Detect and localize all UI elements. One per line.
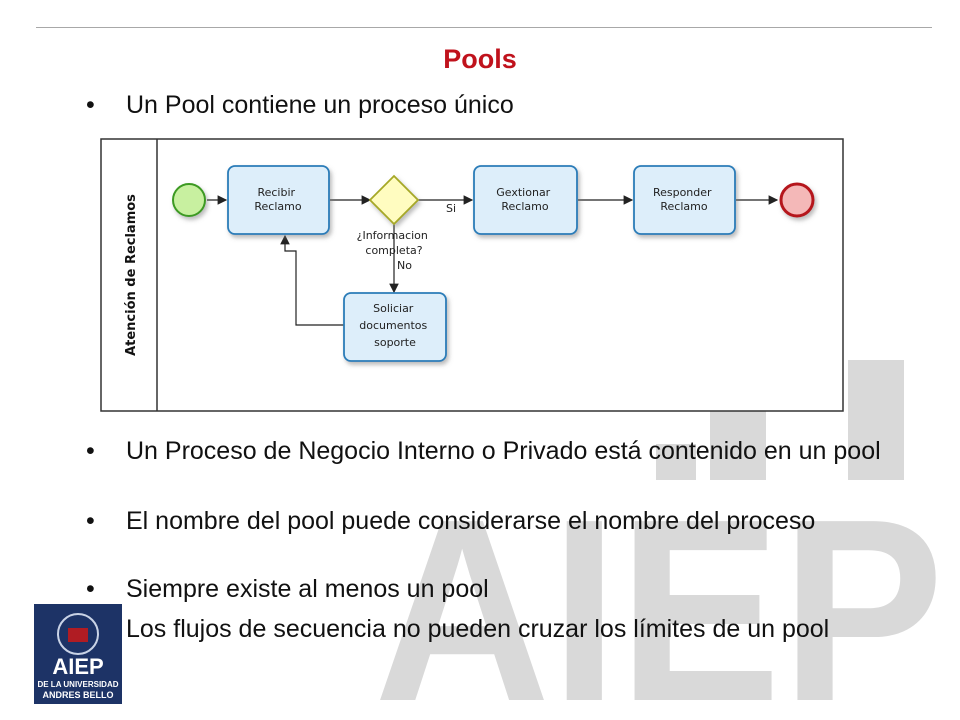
bullet-text: Un Proceso de Negocio Interno o Privado … (126, 437, 881, 465)
logo-subtext: DE LA UNIVERSIDAD (37, 680, 118, 689)
svg-text:Gextionar Reclamo: Gextionar Reclamo (496, 186, 553, 213)
task-label-line: soporte (374, 336, 416, 349)
gateway-label-line: ¿Informacion (357, 229, 428, 242)
task-label-line: Recibir (257, 186, 295, 199)
bullet-text: Un Pool contiene un proceso único (126, 91, 514, 119)
bullet-text: Siempre existe al menos un pool (126, 575, 489, 603)
svg-text:Soliciar documentos: Soliciar documentos soporte (359, 302, 430, 349)
logo-subtext: ANDRES BELLO (42, 690, 113, 700)
bullet-marker: • (86, 575, 95, 603)
logo-seal-building (68, 628, 88, 642)
top-divider (36, 27, 932, 28)
bullet-text: El nombre del pool puede considerarse el… (126, 507, 816, 535)
svg-text:Responder Reclamo: Responder Reclamo (653, 186, 715, 213)
gateway-label-line: completa? (365, 244, 422, 257)
task-label-line: documentos (359, 319, 427, 332)
task-label-line: Soliciar (373, 302, 414, 315)
task-recibir-reclamo: Recibir Reclamo (227, 165, 330, 235)
task-gestionar-reclamo: Gextionar Reclamo (473, 165, 578, 235)
flow-label-yes: Si (446, 202, 456, 215)
slide-title: Pools (443, 44, 517, 74)
pool-label: Atención de Reclamos (124, 194, 139, 356)
task-label-line: Reclamo (254, 200, 301, 213)
start-event (172, 183, 206, 217)
svg-text:Recibir Reclamo: Recibir Reclamo (254, 186, 301, 213)
bullet-marker: • (86, 507, 95, 535)
aiep-watermark: AIEP (374, 360, 944, 720)
task-label-line: Responder (653, 186, 712, 199)
watermark-bar (848, 360, 904, 480)
logo-text: AIEP (52, 654, 103, 679)
bullet-marker: • (86, 91, 95, 119)
watermark-bar (656, 444, 696, 480)
flow-label-no: No (397, 259, 412, 272)
end-event (779, 182, 815, 218)
logo-seal (57, 613, 99, 655)
aiep-logo: AIEP DE LA UNIVERSIDAD ANDRES BELLO (34, 604, 122, 704)
task-solicitar-documentos: Soliciar documentos soporte (343, 292, 447, 362)
task-label-line: Gextionar (496, 186, 550, 199)
sequence-flow-loop (280, 234, 344, 326)
task-responder-reclamo: Responder Reclamo (633, 165, 736, 235)
exclusive-gateway: ¿Informacion completa? (357, 174, 432, 257)
bpmn-pool-diagram: Atención de Reclamos Recibir Reclamo ¿In… (100, 138, 844, 412)
bullet-marker: • (86, 437, 95, 465)
task-label-line: Reclamo (501, 200, 548, 213)
task-label-line: Reclamo (660, 200, 707, 213)
watermark-text: AIEP (374, 466, 944, 720)
svg-text:¿Informacion completa?: ¿Informacion completa? (357, 229, 432, 257)
bullet-text: Los flujos de secuencia no pueden cruzar… (126, 615, 830, 643)
